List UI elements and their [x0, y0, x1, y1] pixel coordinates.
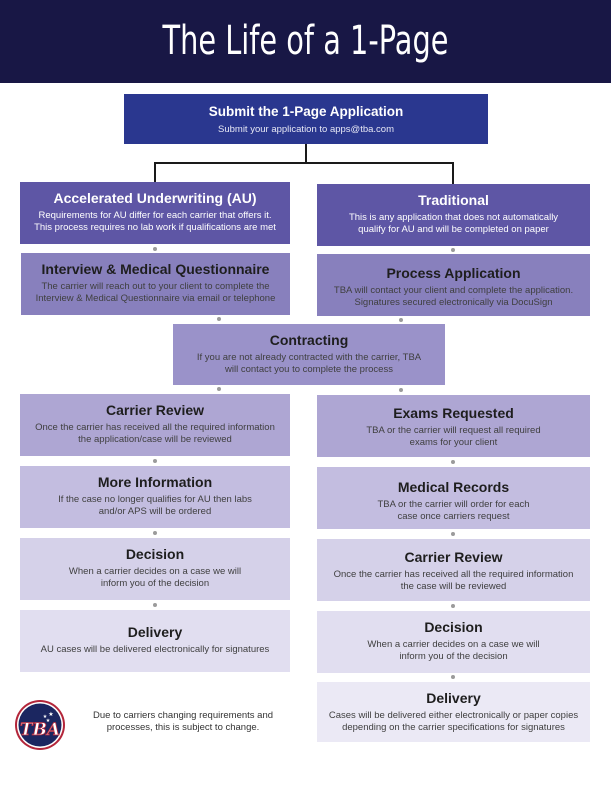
- flow-step-process-application: Process Application TBA will contact you…: [317, 254, 590, 316]
- connector-line: [154, 162, 454, 164]
- box-title: Traditional: [418, 192, 489, 208]
- box-title: Decision: [125, 546, 185, 562]
- flow-step-decision-au: Decision When a carrier decides on a cas…: [20, 538, 290, 600]
- box-description: Requirements for AU differ for each carr…: [34, 210, 276, 233]
- flow-step-medical-records: Medical Records TBA or the carrier will …: [317, 467, 590, 529]
- box-title: More Information: [97, 474, 213, 490]
- header-banner: The Life of a 1-Page Application: [0, 0, 611, 130]
- connector-line: [305, 144, 307, 164]
- svg-text:★: ★: [43, 714, 48, 720]
- flow-step-delivery-au: Delivery AU cases will be delivered elec…: [20, 610, 290, 672]
- box-title: Interview & Medical Questionnaire: [41, 261, 270, 277]
- box-title: Delivery: [426, 690, 481, 706]
- box-title: Process Application: [386, 265, 521, 281]
- box-title: Carrier Review: [404, 549, 503, 565]
- tba-logo-icon: ★ ★ ★ TBA: [15, 700, 65, 750]
- flow-step-contracting: Contracting If you are not already contr…: [173, 324, 445, 385]
- connector-dot: [153, 459, 157, 463]
- connector-line: [452, 162, 454, 184]
- flow-step-traditional: Traditional This is any application that…: [317, 184, 590, 246]
- box-title: Decision: [424, 619, 483, 635]
- box-title: Submit the 1-Page Application: [208, 104, 404, 119]
- connector-dot: [153, 531, 157, 535]
- box-description: Once the carrier has received all the re…: [333, 569, 574, 592]
- flow-step-accelerated-underwriting: Accelerated Underwriting (AU) Requiremen…: [20, 182, 290, 244]
- box-title: Exams Requested: [393, 405, 514, 421]
- connector-dot: [451, 675, 455, 679]
- connector-dot: [399, 318, 403, 322]
- box-description: When a carrier decides on a case we will…: [367, 639, 540, 662]
- connector-dot: [451, 532, 455, 536]
- flow-step-exams-requested: Exams Requested TBA or the carrier will …: [317, 395, 590, 457]
- connector-dot: [217, 317, 221, 321]
- flow-step-delivery-traditional: Delivery Cases will be delivered either …: [317, 682, 590, 742]
- box-description: Cases will be delivered either electroni…: [328, 710, 579, 733]
- box-title: Carrier Review: [105, 402, 205, 418]
- submit-application-box: Submit the 1-Page Application Submit you…: [124, 94, 488, 144]
- box-description: If you are not already contracted with t…: [196, 352, 422, 375]
- box-description: AU cases will be delivered electronicall…: [40, 644, 270, 655]
- flow-step-interview-questionnaire: Interview & Medical Questionnaire The ca…: [21, 253, 290, 315]
- box-title: Medical Records: [397, 479, 510, 495]
- box-description: TBA will contact your client and complet…: [333, 285, 574, 308]
- svg-text:★: ★: [48, 711, 53, 718]
- box-description: When a carrier decides on a case we will…: [68, 566, 242, 589]
- box-title: Accelerated Underwriting (AU): [53, 190, 257, 206]
- logo-text: TBA: [20, 720, 60, 740]
- box-description: Once the carrier has received all the re…: [35, 422, 275, 445]
- box-description: TBA or the carrier will request all requ…: [366, 425, 541, 448]
- box-description: If the case no longer qualifies for AU t…: [58, 494, 252, 517]
- box-title: Delivery: [127, 624, 183, 640]
- connector-dot: [217, 387, 221, 391]
- box-title: Contracting: [269, 332, 349, 348]
- connector-line: [154, 162, 156, 182]
- connector-dot: [153, 247, 157, 251]
- connector-dot: [399, 388, 403, 392]
- disclaimer-note: Due to carriers changing requirements an…: [92, 710, 274, 733]
- connector-dot: [451, 460, 455, 464]
- box-description: Submit your application to apps@tba.com: [218, 124, 394, 135]
- flow-step-carrier-review-traditional: Carrier Review Once the carrier has rece…: [317, 539, 590, 601]
- connector-dot: [451, 248, 455, 252]
- flow-step-more-information: More Information If the case no longer q…: [20, 466, 290, 528]
- box-description: The carrier will reach out to your clien…: [35, 281, 276, 304]
- connector-dot: [153, 603, 157, 607]
- flow-step-decision-traditional: Decision When a carrier decides on a cas…: [317, 611, 590, 673]
- flow-step-carrier-review-au: Carrier Review Once the carrier has rece…: [20, 394, 290, 456]
- connector-dot: [451, 604, 455, 608]
- svg-text:★: ★: [46, 718, 51, 724]
- box-description: This is any application that does not au…: [348, 212, 559, 235]
